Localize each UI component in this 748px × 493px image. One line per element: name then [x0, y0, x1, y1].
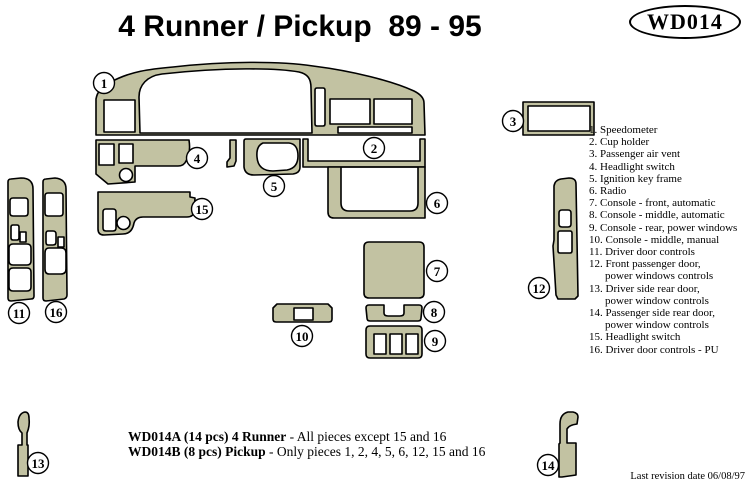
- piece-7-console-front-automatic: [363, 241, 425, 299]
- part-item-8: 8. Console - middle, automatic: [589, 209, 725, 222]
- piece-15-headlight-switch: [97, 191, 196, 236]
- callout-5: 5: [262, 174, 286, 198]
- svg-text:14: 14: [542, 458, 556, 473]
- kit-a-desc: - All pieces except 15 and 16: [286, 429, 447, 444]
- part-item-9: 9. Console - rear, power windows: [589, 221, 738, 234]
- svg-text:16: 16: [50, 305, 64, 320]
- revision-date: Last revision date 06/08/97: [630, 471, 745, 482]
- kit-line-b: WD014B (8 pcs) Pickup - Only pieces 1, 2…: [128, 443, 486, 460]
- part-item-5: 5. Ignition key frame: [589, 172, 682, 185]
- part-item-12: 12. Front passenger door,: [589, 258, 701, 271]
- part-item-15: 15. Headlight switch: [589, 331, 681, 344]
- svg-text:1: 1: [101, 76, 108, 91]
- callout-9: 9: [423, 329, 447, 353]
- callout-2: 2: [362, 136, 386, 160]
- piece-5-ignition-key-frame: [243, 138, 301, 176]
- svg-text:11: 11: [13, 306, 25, 321]
- page-title: 4 Runner / Pickup 89 - 95: [118, 10, 482, 43]
- svg-text:12: 12: [533, 281, 546, 296]
- piece-11-driver-door-controls: [7, 177, 35, 302]
- callout-13: 13: [26, 451, 50, 475]
- callout-3: 3: [501, 109, 525, 133]
- part-item-10: 10. Console - middle, manual: [589, 233, 720, 246]
- piece-16-driver-door-controls-pu: [42, 177, 68, 302]
- part-item-14-cont: power window controls: [605, 319, 709, 332]
- svg-text:8: 8: [431, 305, 438, 320]
- kit-b-name: WD014B (8 pcs) Pickup: [128, 443, 266, 459]
- part-item-16: 16. Driver door controls - PU: [589, 343, 719, 356]
- piece-1-speedometer-bezel: [95, 61, 426, 136]
- svg-text:7: 7: [434, 264, 441, 279]
- callout-11: 11: [7, 301, 31, 325]
- piece-column-strip: [226, 139, 237, 168]
- callout-15: 15: [190, 197, 214, 221]
- piece-14-passenger-side-rear-door: [558, 411, 579, 478]
- svg-text:4: 4: [194, 151, 201, 166]
- kit-a-name: WD014A (14 pcs) 4 Runner: [128, 429, 287, 444]
- callout-6: 6: [425, 191, 449, 215]
- piece-8-console-middle-automatic: [365, 304, 423, 322]
- svg-text:6: 6: [434, 196, 441, 211]
- svg-text:9: 9: [432, 334, 439, 349]
- svg-text:10: 10: [296, 329, 309, 344]
- part-item-3: 3. Passenger air vent: [589, 148, 681, 161]
- part-item-4: 4. Headlight switch: [589, 160, 675, 173]
- callout-7: 7: [425, 259, 449, 283]
- piece-9-console-rear-power-windows: [365, 325, 423, 359]
- svg-text:13: 13: [32, 456, 46, 471]
- callout-12: 12: [527, 276, 551, 300]
- product-code-badge: WD014: [629, 5, 741, 39]
- callout-16: 16: [44, 300, 68, 324]
- part-item-14: 14. Passenger side rear door,: [589, 307, 716, 320]
- svg-text:15: 15: [196, 202, 210, 217]
- piece-layer: [7, 61, 595, 478]
- piece-13-driver-side-rear-door: [17, 411, 31, 477]
- callout-8: 8: [422, 300, 446, 324]
- svg-text:2: 2: [371, 141, 378, 156]
- svg-text:5: 5: [271, 179, 278, 194]
- kit-line-a: WD014A (14 pcs) 4 Runner - All pieces ex…: [128, 429, 485, 445]
- part-item-11: 11. Driver door controls: [589, 246, 695, 259]
- callout-10: 10: [290, 324, 314, 348]
- callout-14: 14: [536, 453, 560, 477]
- part-item-13-cont: power window controls: [605, 294, 709, 307]
- part-item-1: 1. Speedometer: [589, 124, 658, 136]
- piece-6-radio: [327, 166, 426, 219]
- product-code: WD014: [647, 9, 723, 34]
- callout-4: 4: [185, 146, 209, 170]
- kit-b-desc: - Only pieces 1, 2, 4, 5, 6, 12, 15 and …: [265, 443, 486, 459]
- part-item-2: 2. Cup holder: [589, 136, 650, 149]
- part-item-6: 6. Radio: [589, 185, 627, 198]
- part-item-7: 7. Console - front, automatic: [589, 197, 716, 210]
- piece-10-console-middle-manual: [272, 303, 333, 323]
- piece-4-headlight-switch: [95, 139, 191, 185]
- callout-1: 1: [92, 71, 116, 95]
- piece-12-front-passenger-door: [552, 177, 579, 300]
- svg-text:3: 3: [510, 114, 517, 129]
- kit-variants: WD014A (14 pcs) 4 Runner - All pieces ex…: [128, 429, 486, 460]
- piece-3-passenger-air-vent: [522, 101, 595, 136]
- part-item-12-cont: power windows controls: [605, 270, 714, 283]
- part-item-13: 13. Driver side rear door,: [589, 282, 700, 295]
